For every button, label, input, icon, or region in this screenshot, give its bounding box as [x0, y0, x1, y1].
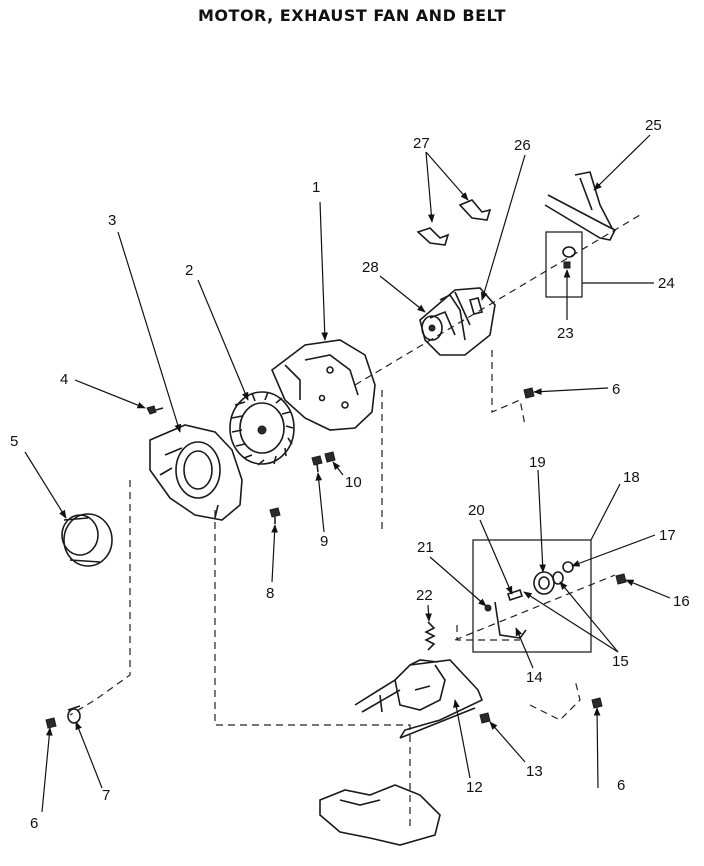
- callout-24: 24: [658, 275, 675, 292]
- callout-4: 4: [60, 371, 68, 388]
- callout-21: 21: [417, 539, 434, 556]
- base-fragment: [319, 784, 441, 846]
- part-12-motor-mount: [354, 659, 484, 739]
- part-7-clip: [67, 705, 81, 724]
- callout-8: 8: [266, 585, 274, 602]
- callout-1: 1: [312, 179, 320, 196]
- callout-9: 9: [320, 533, 328, 550]
- callout-3: 3: [108, 212, 116, 229]
- callout-19: 19: [529, 454, 546, 471]
- callout-6-motor: 6: [612, 381, 620, 398]
- part-9-screw: [311, 455, 323, 473]
- callout-7: 7: [102, 787, 110, 804]
- part-25-belt: [544, 171, 617, 241]
- page-title: MOTOR, EXHAUST FAN AND BELT: [198, 6, 506, 25]
- part-26-motor: [419, 287, 496, 356]
- part-6-screws: [45, 387, 603, 729]
- callout-14: 14: [526, 669, 543, 686]
- callout-22: 22: [416, 587, 433, 604]
- part-3-fan-cover: [149, 424, 243, 521]
- part-18-box: [472, 539, 592, 653]
- callout-6-mount: 6: [617, 777, 625, 794]
- callout-16: 16: [673, 593, 690, 610]
- callout-27: 27: [413, 135, 430, 152]
- callout-15: 15: [612, 653, 629, 670]
- part-13-nut: [479, 712, 491, 724]
- callout-10: 10: [345, 474, 362, 491]
- part-24-box: [545, 231, 583, 298]
- callout-6-left: 6: [30, 815, 38, 832]
- part-2-fan-wheel: [229, 391, 295, 466]
- part-27-motor-clips: [416, 199, 492, 246]
- part-5-seal-ring: [61, 513, 113, 567]
- part-8-screw: [269, 507, 281, 524]
- part-4-screw: [146, 405, 164, 415]
- leader-lines: [24, 134, 671, 813]
- callouts: 1 2 3 4 5 6 6 6 6 7 8 9 10 12 13 14 15 1…: [10, 117, 690, 832]
- assembly-lines: [69, 214, 641, 830]
- part-10-nut: [324, 451, 336, 463]
- part-22-spring: [424, 621, 436, 651]
- callout-25: 25: [645, 117, 662, 134]
- part-16-screw: [615, 573, 627, 585]
- callout-2: 2: [185, 262, 193, 279]
- callout-26: 26: [514, 137, 531, 154]
- callout-13: 13: [526, 763, 543, 780]
- callout-28: 28: [362, 259, 379, 276]
- callout-18: 18: [623, 469, 640, 486]
- callout-17: 17: [659, 527, 676, 544]
- part-14-idler-arm: [494, 601, 527, 639]
- callout-20: 20: [468, 502, 485, 519]
- callout-5: 5: [10, 433, 18, 450]
- callout-12: 12: [466, 779, 483, 796]
- callout-23: 23: [557, 325, 574, 342]
- part-1-fan-housing: [271, 339, 376, 431]
